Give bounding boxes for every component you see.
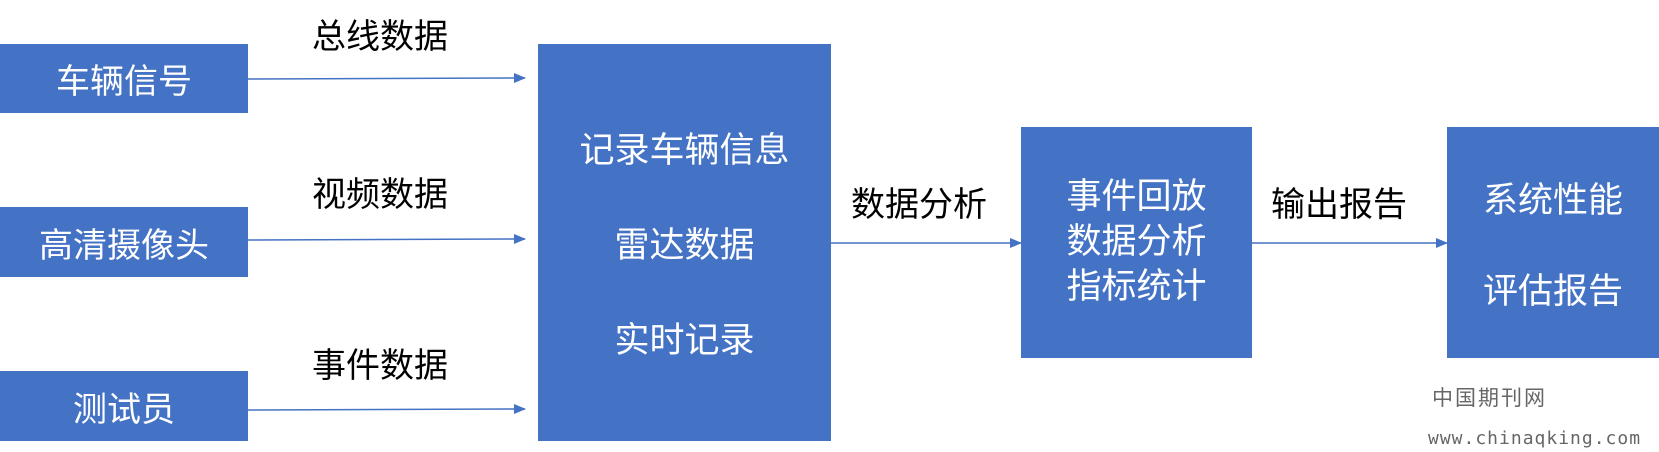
recording-line-3: 实时记录 — [614, 321, 755, 361]
report-line-2: 评估报告 — [1482, 271, 1623, 312]
recording-line-1: 记录车辆信息 — [579, 131, 790, 171]
vehicle-signal-label: 车辆信号 — [56, 62, 192, 102]
tester-box: 测试员 — [0, 371, 248, 441]
watermark-name: 中国期刊网 — [1432, 386, 1547, 410]
vehicle-signal-box: 车辆信号 — [0, 44, 248, 113]
recording-box: 记录车辆信息 雷达数据 实时记录 — [538, 44, 831, 441]
data-analysis-label: 数据分析 — [851, 185, 987, 225]
arrow-event-data — [247, 404, 526, 415]
event-data-label: 事件数据 — [312, 346, 448, 386]
arrow-video-data — [247, 234, 526, 245]
report-line-1: 系统性能 — [1482, 180, 1623, 221]
arrow-bus-data — [247, 73, 526, 84]
bus-data-label: 总线数据 — [312, 17, 448, 57]
watermark-url: www.chinaqking.com — [1428, 428, 1642, 449]
analysis-box: 事件回放 数据分析 指标统计 — [1021, 127, 1252, 358]
analysis-line-2: 数据分析 — [1066, 222, 1207, 262]
report-box: 系统性能 评估报告 — [1447, 127, 1659, 358]
hd-camera-label: 高清摄像头 — [39, 225, 209, 266]
video-data-label: 视频数据 — [312, 175, 448, 215]
analysis-line-3: 指标统计 — [1066, 267, 1207, 307]
tester-label: 测试员 — [73, 389, 175, 430]
analysis-line-1: 事件回放 — [1066, 177, 1207, 217]
output-report-label: 输出报告 — [1271, 185, 1407, 225]
hd-camera-box: 高清摄像头 — [0, 207, 248, 277]
recording-line-2: 雷达数据 — [614, 226, 755, 266]
